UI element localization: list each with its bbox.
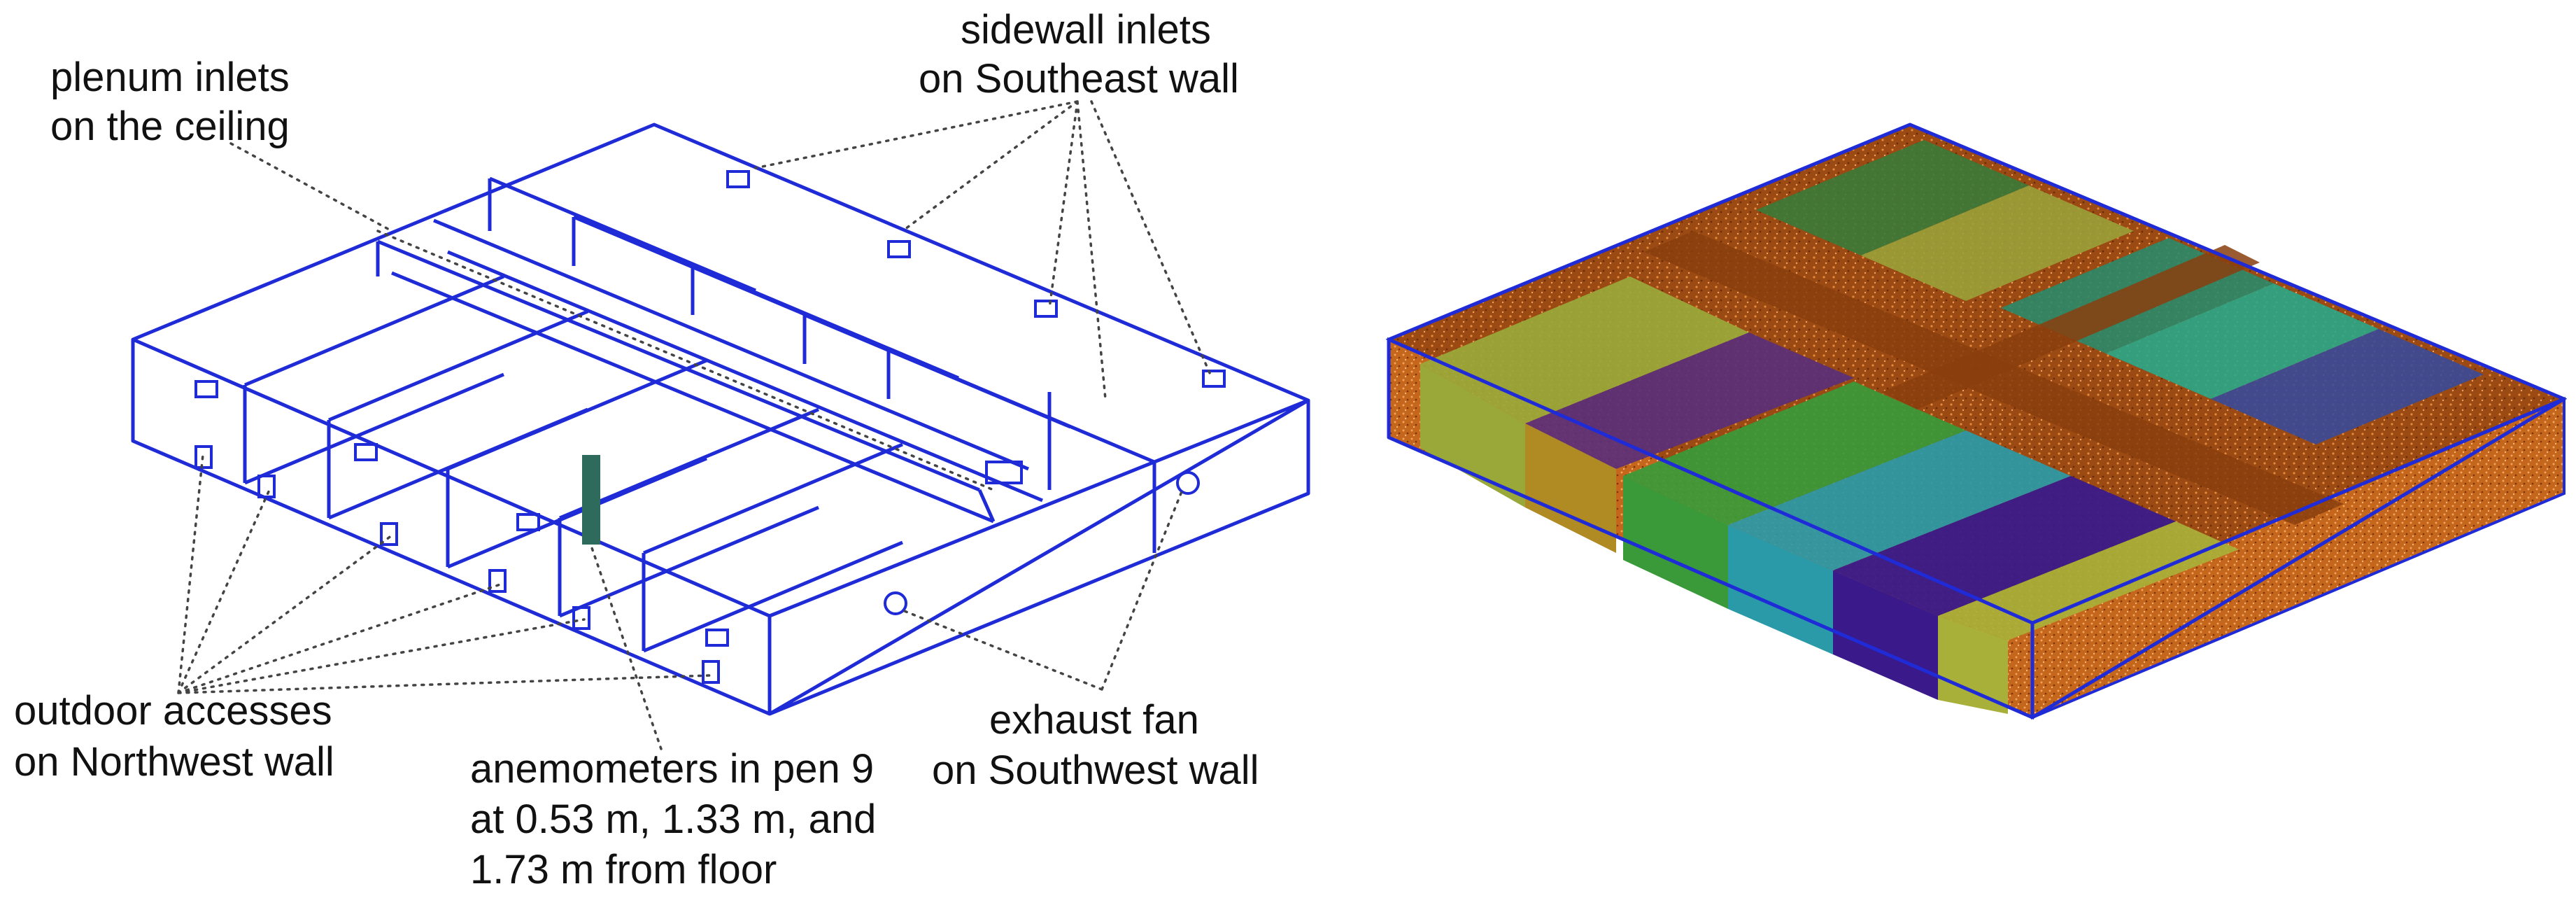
pen-partitions-southeast xyxy=(488,176,1156,553)
mesh-pen xyxy=(1728,430,2071,570)
mesh-pen-side xyxy=(1420,364,1525,507)
mesh-alley xyxy=(1644,231,2344,525)
mesh-model xyxy=(1385,122,2568,720)
exhaust-fan-label-line2: on Southwest wall xyxy=(932,748,1259,793)
outdoor-accesses-label-line2: on Northwest wall xyxy=(14,739,334,785)
outdoor-access-openings xyxy=(194,445,720,684)
mesh-pen-side xyxy=(1728,525,1833,654)
mesh-pen xyxy=(1861,185,2134,301)
anemometer-pole xyxy=(582,455,600,545)
mesh-alley xyxy=(1882,245,2260,409)
plenum-inlets-label: plenum inlets xyxy=(50,55,290,100)
exhaust-fans xyxy=(884,471,1200,615)
mesh-pen xyxy=(1623,381,1966,525)
mesh-pen-side xyxy=(1938,616,2008,714)
mesh-pen xyxy=(1833,476,2176,616)
mesh-pen xyxy=(1938,521,2239,640)
pen-doors xyxy=(194,170,1226,647)
mesh-pen xyxy=(1756,140,2029,255)
anemometers-label-line2: at 0.53 m, 1.33 m, and xyxy=(470,797,876,842)
mesh-pen-side xyxy=(1623,476,1728,609)
mesh-outline xyxy=(1387,122,2566,720)
sidewall-inlets-label: sidewall inlets xyxy=(961,7,1211,52)
outdoor-accesses-label: outdoor accesses xyxy=(14,688,332,734)
mesh-pen-side xyxy=(1833,570,1938,700)
pen-partitions-northwest xyxy=(243,274,903,653)
exhaust-fan-label: exhaust fan xyxy=(989,697,1199,743)
anemometers-label: anemometers in pen 9 xyxy=(470,746,874,792)
plenum-inlets-label-line2: on the ceiling xyxy=(50,104,290,149)
sidewall-inlets-label-line2: on Southeast wall xyxy=(919,56,1239,101)
mesh-pen-side xyxy=(1525,423,1616,553)
alley-walls xyxy=(376,218,1043,524)
outer-wall-edges xyxy=(131,122,1310,716)
plenum-inlet-line xyxy=(376,230,995,491)
leader-lines xyxy=(177,100,1212,750)
mesh-pen xyxy=(2211,329,2484,444)
mesh-pen xyxy=(2106,283,2379,399)
wireframe-model xyxy=(131,122,1310,716)
anemometers-label-line3: 1.73 m from floor xyxy=(470,847,777,892)
mesh-pen xyxy=(1420,276,1749,423)
